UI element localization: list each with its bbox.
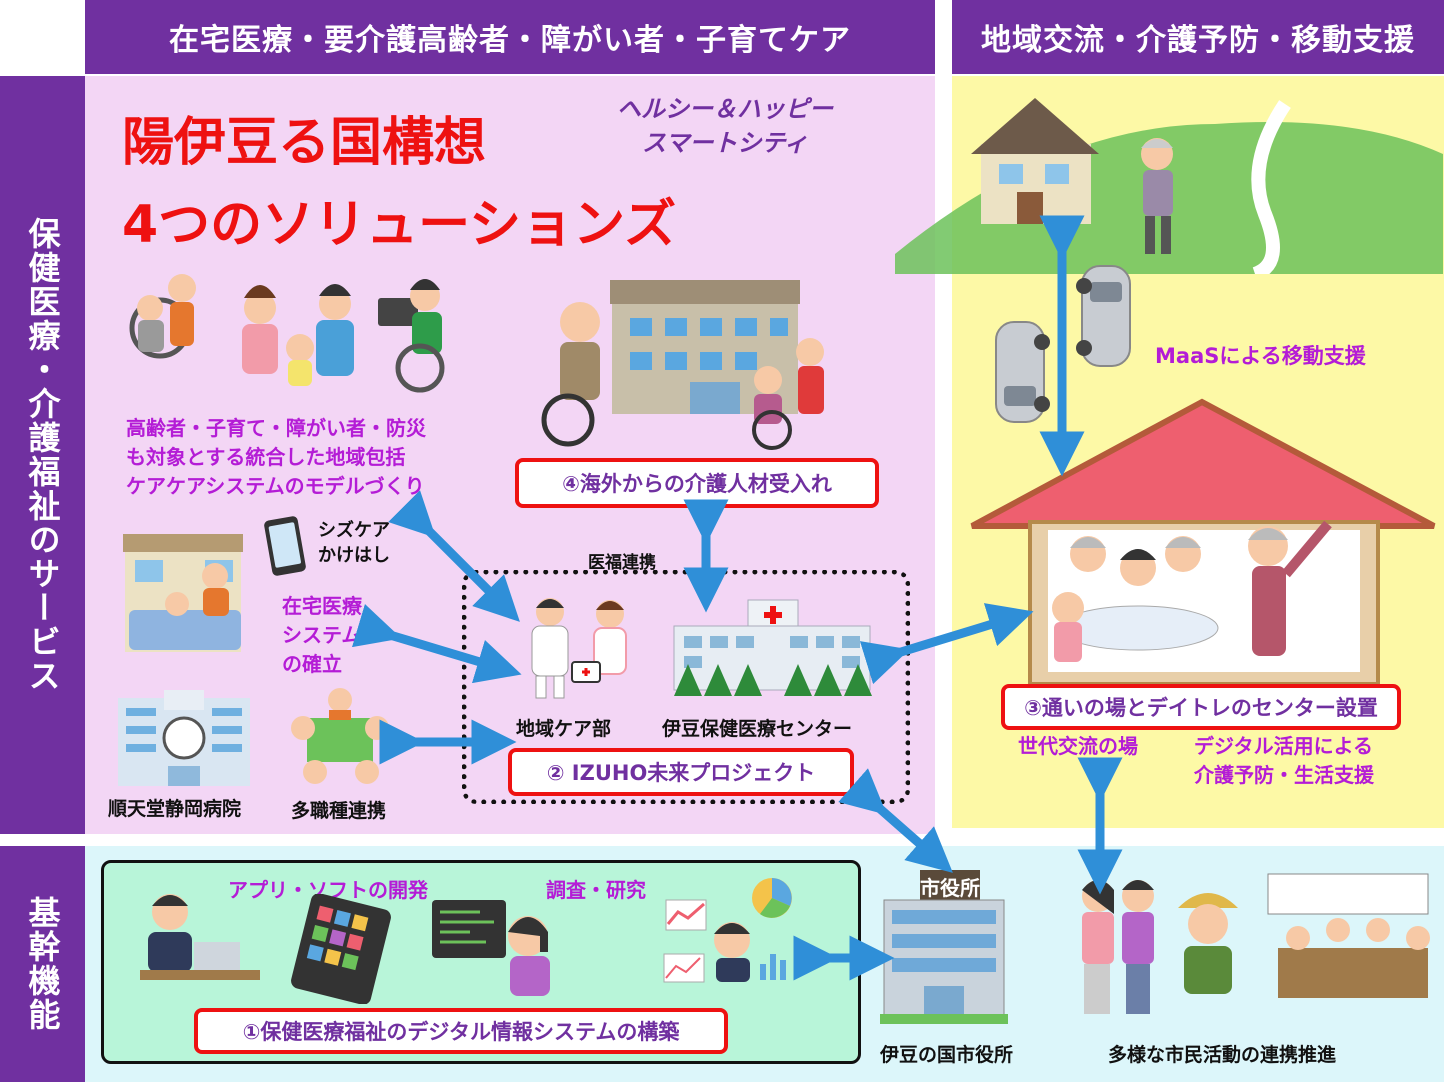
- digital-support-line-1: デジタル活用による: [1194, 734, 1373, 758]
- juntendo-hospital-illustration: [108, 686, 260, 788]
- digital-support-line-2: 介護予防・生活支援: [1194, 763, 1374, 787]
- solution-2-box: ② IZUHO未来プロジェクト: [508, 748, 854, 796]
- subtitle: ヘルシー＆ハッピー スマートシティ: [610, 92, 840, 160]
- generation-exchange-text: 世代交流の場: [1018, 734, 1138, 758]
- app-name-line-2: かけはし: [318, 545, 390, 566]
- arrow-project-cityhall: [838, 768, 953, 873]
- header-community: 地域交流・介護予防・移動支援: [952, 0, 1444, 74]
- izu-center-illustration: [664, 586, 880, 702]
- solution-1-box: ①保健医療福祉のデジタル情報システムの構築: [194, 1008, 728, 1054]
- home-medical-line-1: 在宅医療: [282, 594, 362, 618]
- care-facility-illustration: [540, 270, 830, 450]
- community-house-icon: [970, 398, 1436, 686]
- community-center-illustration: [968, 398, 1438, 688]
- office-worker-illustration: [130, 888, 270, 984]
- juntendo-label: 順天堂静岡病院: [108, 798, 242, 820]
- side-header-services: 保健医療・介護福祉のサービス: [0, 76, 85, 834]
- programmer-illustration: [428, 896, 558, 1000]
- laptop-worker-icon: [140, 894, 260, 980]
- hillside-house-illustration: [895, 84, 1443, 281]
- care-facility-icon: [541, 280, 824, 450]
- header-care: 在宅医療・要介護高齢者・障がい者・子育てケア: [85, 0, 935, 74]
- multi-professional-illustration: [285, 680, 395, 790]
- integrated-care-line-1: 高齢者・子育て・障がい者・防災: [126, 416, 426, 440]
- medical-center-building-icon: [673, 599, 872, 696]
- title-line-2: 4つのソリューションズ: [122, 195, 677, 255]
- digital-support-text: デジタル活用による 介護予防・生活支援: [1194, 732, 1374, 790]
- subtitle-line-1: ヘルシー＆ハッピー: [617, 95, 833, 123]
- multi-professional-label: 多職種連携: [291, 800, 387, 822]
- research-charts-icon: [663, 878, 792, 983]
- smartphone-illustration: [262, 516, 310, 578]
- home-care-illustration: [115, 530, 250, 655]
- city-hall-sign: 市役所: [920, 876, 980, 900]
- tablet-apps-illustration: [286, 893, 396, 1005]
- smartphone-icon: [264, 516, 306, 576]
- subtitle-line-2: スマートシティ: [642, 129, 808, 157]
- house-hill-icon: [895, 98, 1443, 281]
- title-line-1: 陽伊豆る国構想: [122, 113, 487, 173]
- care-department-illustration: [510, 596, 650, 700]
- solution-3-box: ③通いの場とデイトレのセンター設置: [1001, 684, 1401, 730]
- home-medical-line-3: の確立: [282, 652, 342, 676]
- integrated-care-line-3: ケアケアシステムのモデルづくり: [126, 474, 425, 498]
- hospital-building-icon: [118, 690, 250, 786]
- integrated-care-line-2: も対象とする統合した地域包括: [126, 445, 406, 469]
- city-hall-label: 伊豆の国市役所: [880, 1044, 1014, 1066]
- doctor-nurse-icon: [531, 598, 627, 699]
- arrow-integrated-care: [388, 490, 520, 622]
- home-medical-line-2: システム: [282, 623, 362, 647]
- home-care-icon: [123, 534, 243, 652]
- family-care-illustration: [120, 268, 465, 398]
- med-welfare-label: 医福連携: [588, 553, 656, 573]
- city-hall-illustration: [880, 868, 1008, 1026]
- family-care-icon: [129, 274, 445, 393]
- research-text: 調査・研究: [546, 878, 646, 902]
- integrated-care-text: 高齢者・子育て・障がい者・防災 も対象とする統合した地域包括 ケアケアシステムの…: [126, 414, 426, 501]
- city-hall-building-icon: [880, 870, 1008, 1024]
- tablet-apps-icon: [291, 893, 391, 1005]
- civic-activity-label: 多様な市民活動の連携推進: [1108, 1044, 1337, 1066]
- programmer-icon: [432, 900, 550, 996]
- arrow-center-community: [859, 603, 1034, 685]
- arrow-home-medical: [351, 603, 522, 684]
- home-medical-text: 在宅医療 システム の確立: [282, 592, 362, 679]
- app-name-line-1: シズケア: [318, 520, 390, 541]
- main-title: 陽伊豆る国構想 4つのソリューションズ: [122, 102, 676, 266]
- app-name-text: シズケア かけはし: [318, 518, 390, 568]
- research-illustration: [660, 874, 800, 984]
- meeting-people-icon: [291, 688, 389, 784]
- maas-text: MaaSによる移動支援: [1155, 344, 1366, 368]
- side-header-core: 基幹機能: [0, 846, 85, 1082]
- izu-center-label: 伊豆保健医療センター: [662, 718, 853, 740]
- care-department-label: 地域ケア部: [516, 718, 612, 740]
